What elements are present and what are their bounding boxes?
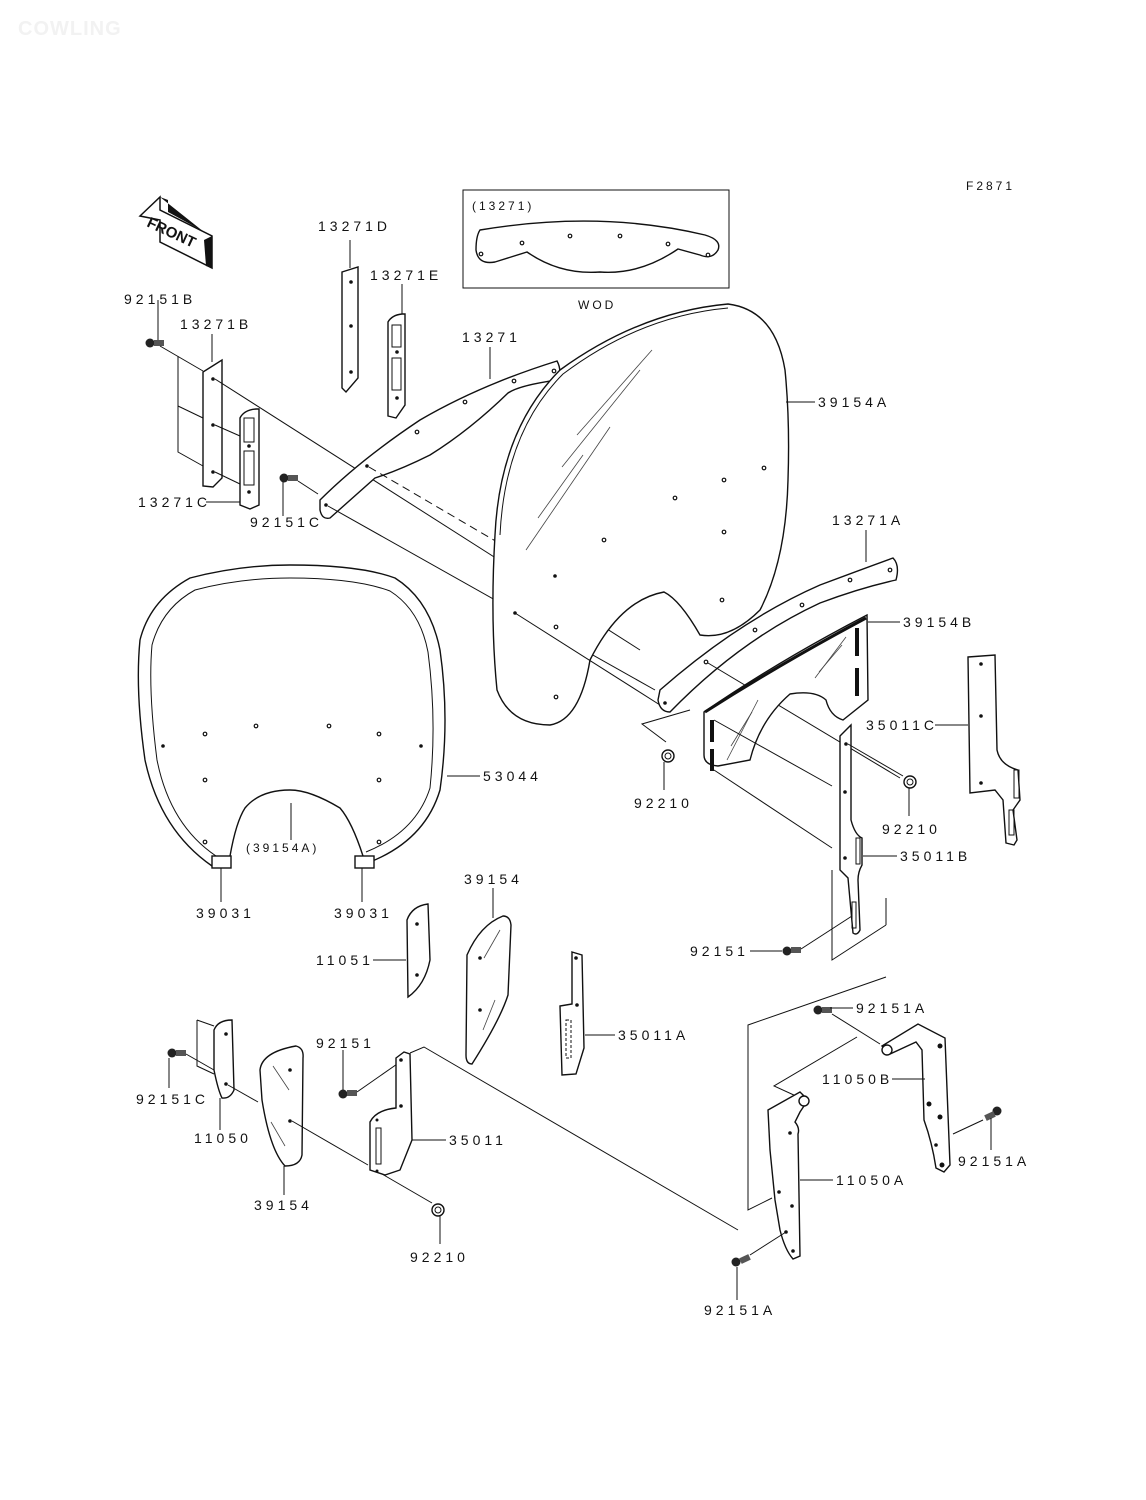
part-92151A-right: 92151A xyxy=(952,1106,1030,1169)
part-13271B: 13271B xyxy=(180,316,252,488)
part-13271D: 13271D xyxy=(318,218,391,394)
callout-35011C: 35011C xyxy=(866,717,938,733)
callout-92151: 92151 xyxy=(316,1035,375,1051)
inset-label: (13271) xyxy=(472,199,534,213)
callout-35011A: 35011A xyxy=(618,1027,689,1043)
part-92151-right: 92151 xyxy=(690,915,853,959)
callout-13271: 13271 xyxy=(462,329,521,345)
figure-id: F2871 xyxy=(966,179,1015,193)
callout-11050: 11050 xyxy=(194,1130,252,1146)
callout-39154-mid: 39154 xyxy=(464,871,523,887)
callout-13271A: 13271A xyxy=(832,512,904,528)
part-13271: 13271 xyxy=(319,329,561,520)
part-11051: 11051 xyxy=(316,903,431,999)
callout-11050A: 11050A xyxy=(836,1172,907,1188)
part-92151B: 92151B xyxy=(124,291,196,348)
part-92210-mid: 92210 xyxy=(634,709,693,811)
part-13271A: 13271A xyxy=(657,512,904,713)
part-35011A: 35011A xyxy=(559,951,689,1076)
inset-caption: WOD xyxy=(578,298,616,312)
part-13271C: 13271C xyxy=(138,408,260,510)
callout-92210-mid: 92210 xyxy=(634,795,693,811)
callout-35011: 35011 xyxy=(449,1132,507,1148)
part-11050A: 11050A xyxy=(767,1091,907,1260)
inset-box: (13271) WOD xyxy=(462,189,730,312)
callout-92210-low: 92210 xyxy=(410,1249,469,1265)
part-11050: 11050 xyxy=(194,1019,252,1146)
callout-35011B: 35011B xyxy=(900,848,971,864)
part-92151C-top: 92151C xyxy=(250,473,323,530)
callout-92210-right: 92210 xyxy=(882,821,941,837)
callout-92151A-right: 92151A xyxy=(958,1153,1030,1169)
part-53044-trim: 53044 (39154A) 39031 39031 xyxy=(137,564,542,921)
part-35011: 35011 xyxy=(369,1051,507,1176)
callout-13271E: 13271E xyxy=(370,267,442,283)
part-13271E: 13271E xyxy=(370,267,442,419)
part-39154-mid: 39154 xyxy=(464,871,523,1065)
callout-13271D: 13271D xyxy=(318,218,391,234)
front-arrow-icon: FRONT xyxy=(138,195,213,270)
callout-39154A-ref: (39154A) xyxy=(246,841,319,855)
callout-92151-right: 92151 xyxy=(690,943,749,959)
part-39154-low: 39154 xyxy=(254,1045,313,1213)
part-35011B: 35011B xyxy=(839,723,971,935)
part-92210-right: 92210 xyxy=(847,743,941,837)
part-35011C: 35011C xyxy=(866,654,1021,846)
callout-11050B: 11050B xyxy=(822,1071,893,1087)
callout-92151C-top: 92151C xyxy=(250,514,323,530)
part-39154A-windshield: 39154A xyxy=(492,303,890,726)
callout-92151B: 92151B xyxy=(124,291,196,307)
part-39154B: 39154B xyxy=(703,613,975,771)
inset-bracket-13271 xyxy=(475,220,720,274)
callout-39031-left: 39031 xyxy=(196,905,255,921)
callout-92151A-top: 92151A xyxy=(856,1000,928,1016)
section-watermark: COWLING xyxy=(18,18,122,40)
part-92151A-top: 92151A xyxy=(813,1000,928,1045)
part-92210-low: 92210 xyxy=(381,1173,469,1265)
callout-92151A-bottom: 92151A xyxy=(704,1302,776,1318)
part-92151: 92151 xyxy=(316,1035,401,1099)
callout-39031-right: 39031 xyxy=(334,905,393,921)
part-92151C-low: 92151C xyxy=(136,1048,215,1107)
callout-11051: 11051 xyxy=(316,952,374,968)
callout-13271C: 13271C xyxy=(138,494,211,510)
callout-39154-low: 39154 xyxy=(254,1197,313,1213)
callout-39154A: 39154A xyxy=(818,394,890,410)
callout-13271B: 13271B xyxy=(180,316,252,332)
callout-53044: 53044 xyxy=(483,768,542,784)
part-92151A-bottom: 92151A xyxy=(704,1231,787,1318)
callout-39154B: 39154B xyxy=(903,614,975,630)
part-11050B: 11050B xyxy=(822,1023,951,1173)
callout-92151C-low: 92151C xyxy=(136,1091,209,1107)
